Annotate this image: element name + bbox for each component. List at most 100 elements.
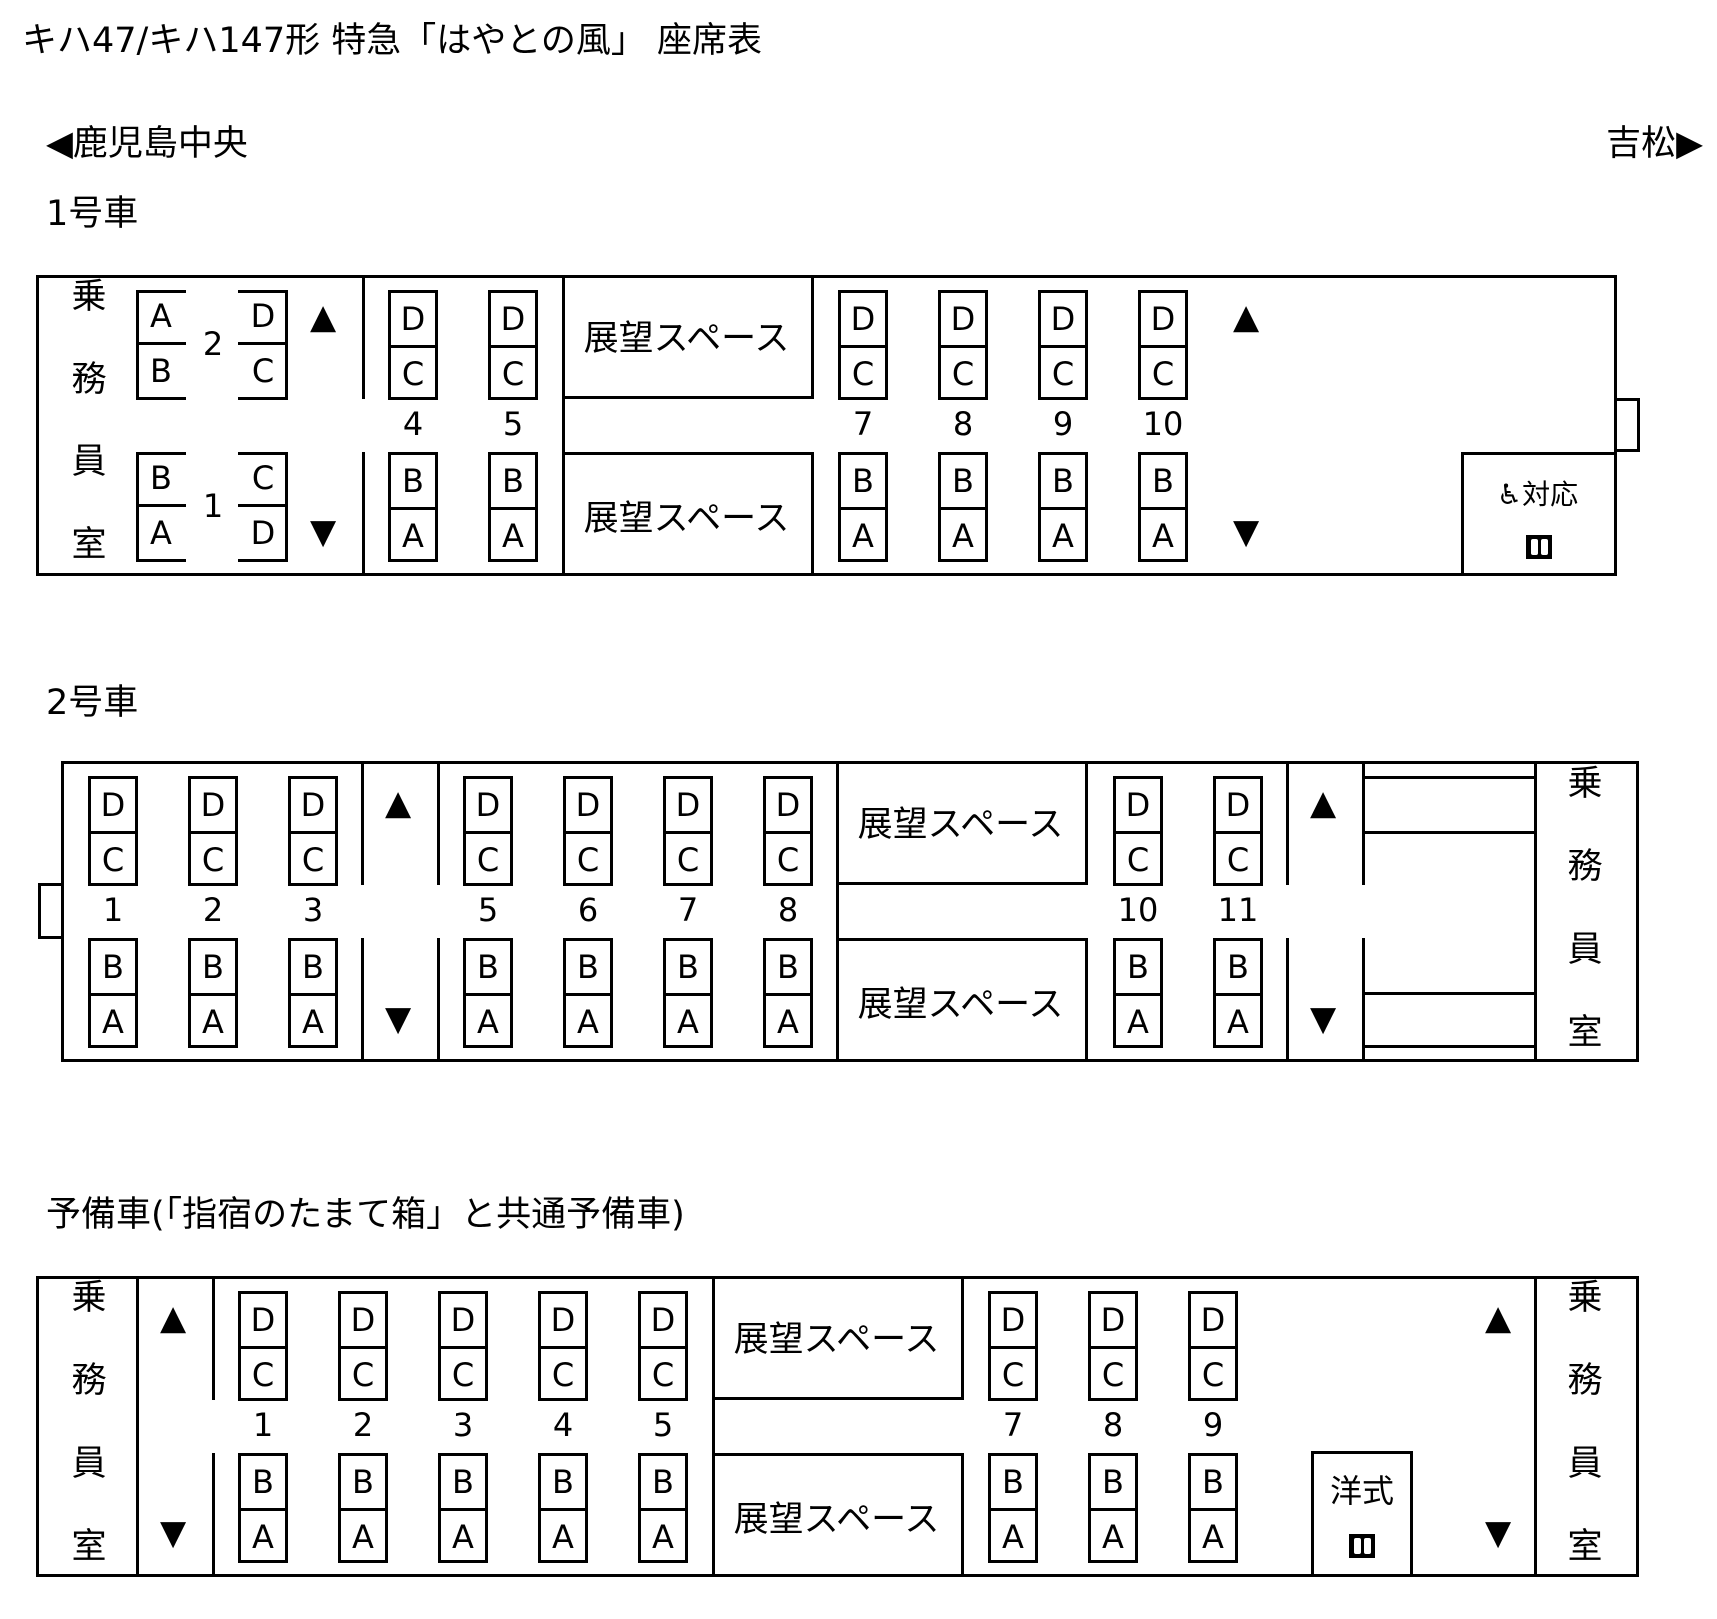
- car2-shelf-line: [1362, 831, 1537, 834]
- car1-row-number: 9: [1052, 405, 1074, 443]
- car3-row-number: 1: [252, 1406, 274, 1444]
- car3-western-toilet: [1311, 1451, 1413, 1577]
- car2-connector: [38, 883, 64, 939]
- car2-body: [61, 761, 1639, 1062]
- car3-crew-3: 員: [71, 1444, 107, 1484]
- up-arrow-icon: ▲: [160, 1298, 187, 1338]
- car2-shelf-line: [1362, 776, 1537, 779]
- down-arrow-icon: ▼: [1233, 512, 1260, 552]
- seat-letter: C: [251, 352, 275, 390]
- up-arrow-icon: ▲: [1310, 783, 1337, 823]
- car2-crew-3: 員: [1567, 930, 1603, 970]
- car1-row-number: 1: [202, 487, 224, 525]
- car1-accessible-toilet: [1461, 452, 1617, 576]
- car1-seat-2DC[interactable]: D C: [238, 290, 288, 400]
- seat-letter: B: [150, 459, 172, 497]
- car1-partition: [362, 452, 365, 576]
- car3-crew-1: 乗: [71, 1278, 107, 1318]
- car3-crew-2: 務: [71, 1361, 107, 1401]
- car2-crew-1: 乗: [1567, 764, 1603, 804]
- car3-row-number: 7: [1002, 1406, 1024, 1444]
- seat-letter: C: [251, 459, 275, 497]
- car1-crew-1: 乗: [71, 277, 107, 317]
- car3-crew-right-2: 務: [1567, 1361, 1603, 1401]
- seat-letter: A: [150, 514, 172, 552]
- car2-row-number: 2: [202, 891, 224, 929]
- down-arrow-icon: ▼: [1485, 1513, 1512, 1553]
- car3-row-number: 4: [552, 1406, 574, 1444]
- car1-row-number: 5: [502, 405, 524, 443]
- car2-row-number: 5: [477, 891, 499, 929]
- car1-partition: [562, 275, 565, 576]
- car2-partition: [1286, 761, 1289, 885]
- car2-row-number: 10: [1117, 891, 1159, 929]
- car1-row-number: 10: [1142, 405, 1184, 443]
- car2-partition: [437, 938, 440, 1062]
- up-arrow-icon: ▲: [310, 297, 337, 337]
- car1-row-number: 7: [852, 405, 874, 443]
- car2-partition: [1534, 761, 1537, 1062]
- western-toilet-label: 洋式: [1329, 1472, 1394, 1510]
- car1-seat-2AB[interactable]: A B: [136, 290, 186, 400]
- seat-letter: D: [250, 297, 276, 335]
- car2-observation-space: 展望スペース: [836, 761, 1088, 885]
- car2-row-number: 3: [302, 891, 324, 929]
- car1-partition: [362, 275, 365, 399]
- car1-seat-1CD[interactable]: C D: [238, 452, 288, 562]
- car2-partition: [1362, 938, 1365, 1062]
- car3-crew-right-1: 乗: [1567, 1278, 1603, 1318]
- car3-label: 予備車(「指宿のたまて箱」と共通予備車): [46, 1195, 685, 1235]
- car3-row-number: 9: [1202, 1406, 1224, 1444]
- car1-seat-1BA[interactable]: B A: [136, 452, 186, 562]
- car3-crew-right-3: 員: [1567, 1444, 1603, 1484]
- car3-row-number: 2: [352, 1406, 374, 1444]
- down-arrow-icon: ▼: [160, 1513, 187, 1553]
